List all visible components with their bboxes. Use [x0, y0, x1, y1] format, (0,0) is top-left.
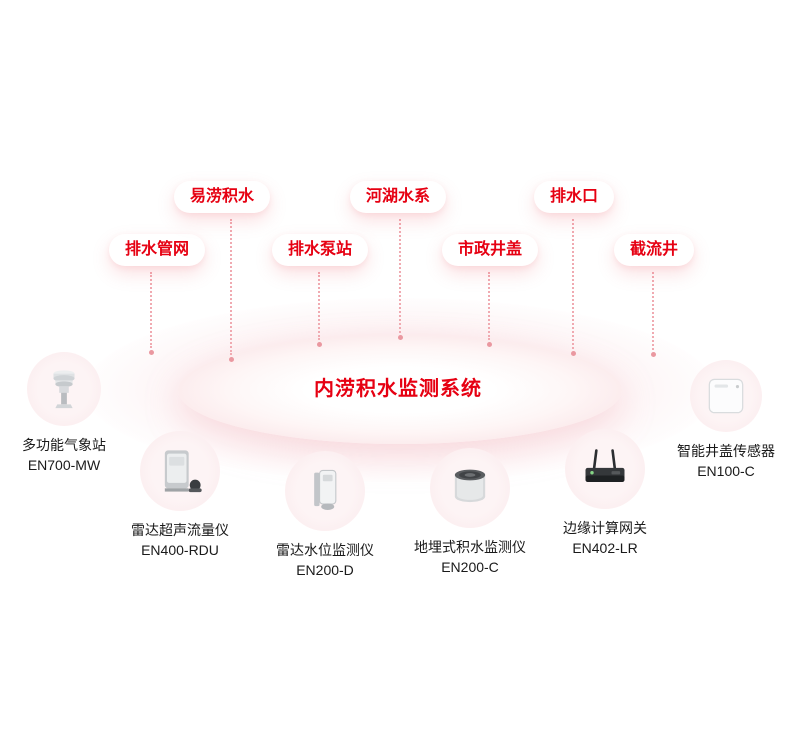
device-model: EN100-C: [697, 463, 755, 479]
device-name: 多功能气象站: [22, 437, 106, 453]
connector-intercepting-well: [650, 272, 656, 357]
device-model: EN700-MW: [27, 457, 101, 473]
device-circle: [285, 451, 365, 531]
radar-water-level-monitor-icon: [314, 469, 337, 510]
connector-drainage-pump-station: [316, 272, 322, 347]
device-buried-water-monitor: 地埋式积水监测仪 EN200-C: [395, 448, 545, 577]
device-model: EN200-C: [441, 559, 499, 575]
device-circle: [140, 431, 220, 511]
device-model: EN400-RDU: [141, 542, 219, 558]
pill-flood-prone-area: 易涝积水: [173, 181, 271, 213]
device-name: 雷达超声流量仪: [131, 522, 229, 538]
connector-river-lake-system: [397, 219, 403, 340]
device-smart-manhole-cover-sensor: 智能井盖传感器 EN100-C: [651, 360, 800, 481]
connector-drain-outlet: [570, 219, 576, 356]
device-name: 边缘计算网关: [563, 520, 647, 536]
device-radar-ultrasonic-flow-meter: 雷达超声流量仪 EN400-RDU: [105, 431, 255, 560]
device-weather-station: 多功能气象站 EN700-MW: [0, 352, 139, 475]
device-model: EN402-LR: [572, 540, 638, 556]
pill-river-lake-system: 河湖水系: [349, 181, 447, 213]
device-circle: [565, 429, 645, 509]
buried-water-monitor-icon: [454, 469, 486, 503]
connector-municipal-manhole-cover: [486, 272, 492, 347]
device-model: EN200-D: [296, 562, 354, 578]
connector-flood-prone-area: [228, 219, 234, 362]
device-radar-water-level-monitor: 雷达水位监测仪 EN200-D: [250, 451, 400, 580]
pill-drainage-network: 排水管网: [108, 234, 206, 266]
device-circle: [430, 448, 510, 528]
pill-intercepting-well: 截流井: [613, 234, 695, 266]
system-title: 内涝积水监测系统: [314, 378, 482, 400]
device-name: 地埋式积水监测仪: [414, 539, 526, 555]
weather-station-icon: [53, 370, 75, 409]
device-circle: [27, 352, 101, 426]
device-circle: [690, 360, 762, 432]
device-name: 雷达水位监测仪: [276, 542, 374, 558]
pill-municipal-manhole-cover: 市政井盖: [441, 234, 539, 266]
radar-ultrasonic-flow-meter-icon: [164, 450, 202, 493]
connector-drainage-network: [148, 272, 154, 355]
smart-manhole-cover-sensor-icon: [708, 378, 744, 414]
edge-computing-gateway-icon: [585, 449, 625, 482]
device-edge-computing-gateway: 边缘计算网关 EN402-LR: [530, 429, 680, 558]
pill-drainage-pump-station: 排水泵站: [271, 234, 369, 266]
pill-drain-outlet: 排水口: [533, 181, 615, 213]
center-halo-inner: [178, 336, 622, 444]
device-name: 智能井盖传感器: [677, 443, 775, 459]
